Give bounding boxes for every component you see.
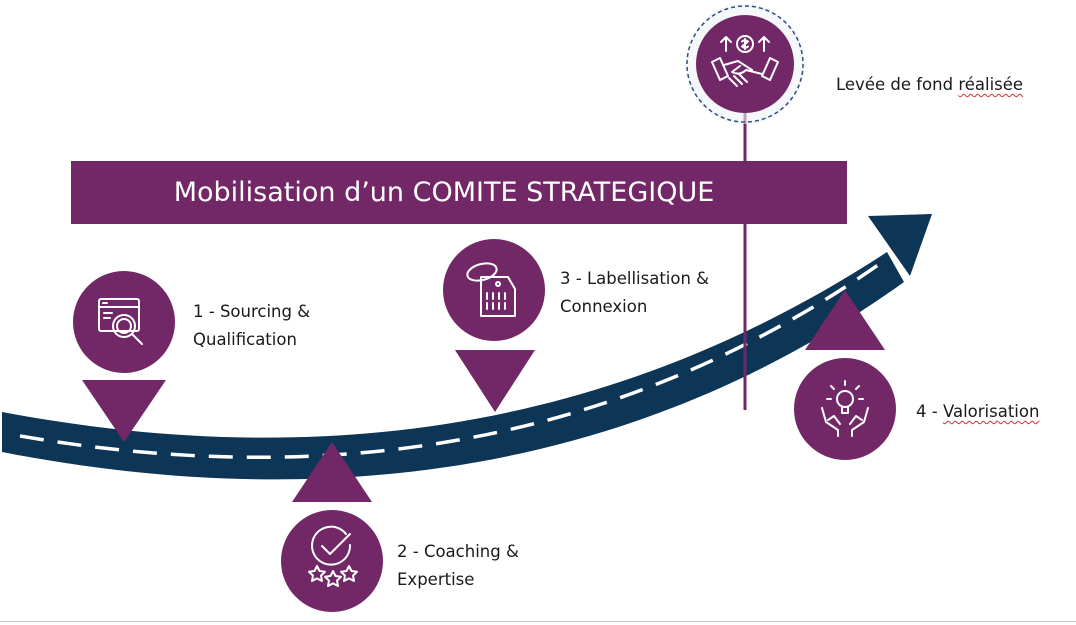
milestone-label: Levée de fond réalisée <box>836 71 1023 99</box>
step-3-pin <box>443 239 545 412</box>
step-3-line2: Connexion <box>560 297 648 316</box>
step-1-label: 1 - Sourcing & Qualification <box>193 298 310 354</box>
milestone-label-text: Levée de fond <box>836 75 959 94</box>
banner-title: Mobilisation d’un COMITE STRATEGIQUE <box>173 177 715 208</box>
step-2-pin <box>281 442 383 612</box>
step-4-label: 4 - Valorisation <box>916 398 1039 426</box>
step-2-line2: Expertise <box>397 570 475 589</box>
step-4-prefix: 4 - <box>916 402 943 421</box>
handshake-dollar-icon <box>711 35 779 87</box>
comite-banner: Mobilisation d’un COMITE STRATEGIQUE <box>71 161 847 224</box>
tag-binary-icon <box>466 262 516 317</box>
step-4-word: Valorisation <box>942 402 1040 421</box>
step-4-pin <box>794 290 896 460</box>
check-stars-icon <box>308 525 358 587</box>
bottom-divider <box>0 621 1076 622</box>
road-arrow-head <box>868 214 932 276</box>
web-search-icon <box>98 298 143 345</box>
step-1-line2: Qualification <box>193 330 297 349</box>
step-2-line1: 2 - Coaching & <box>397 542 519 561</box>
milestone-label-word: réalisée <box>958 75 1024 94</box>
step-1-line1: 1 - Sourcing & <box>193 302 311 321</box>
step-1-pin <box>73 271 175 442</box>
road <box>2 252 904 480</box>
milestone-marker <box>685 4 805 124</box>
step-3-line1: 3 - Labellisation & <box>560 269 710 288</box>
road-lane-dashes <box>19 256 890 459</box>
hands-lightbulb-icon <box>821 380 869 437</box>
step-2-label: 2 - Coaching & Expertise <box>397 538 519 594</box>
step-3-label: 3 - Labellisation & Connexion <box>560 265 709 321</box>
